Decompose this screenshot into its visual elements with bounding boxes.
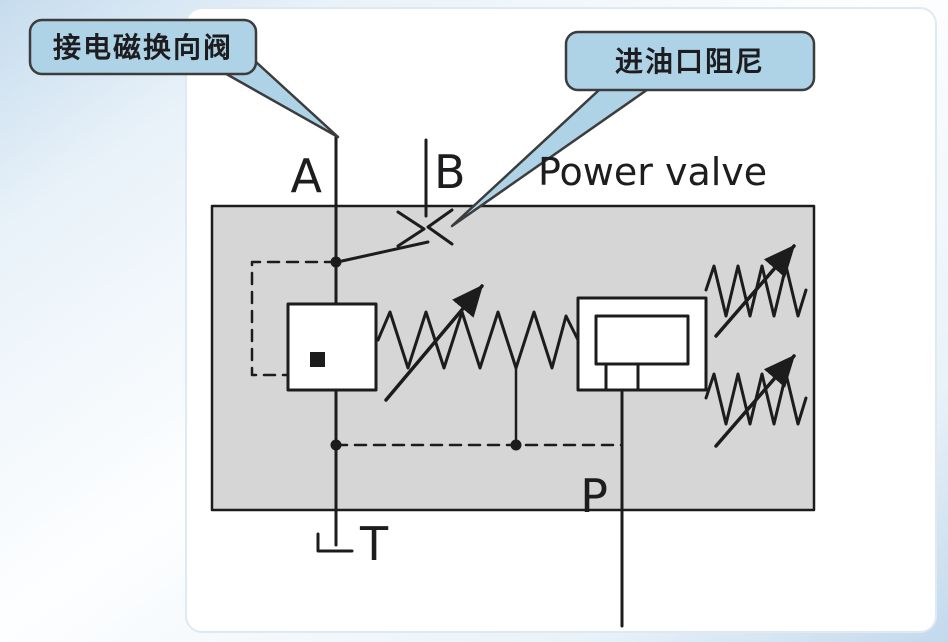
port-p-label: P xyxy=(580,469,608,523)
callout-solenoid-bubble xyxy=(28,18,258,76)
port-t-label: T xyxy=(359,517,389,571)
callouts xyxy=(28,18,816,228)
orifice-to-a-line xyxy=(340,240,430,263)
junction-dot-a-top xyxy=(330,256,342,268)
right-spring-top-arrow xyxy=(714,244,796,338)
orifice-chevron-right xyxy=(426,208,454,246)
orifice-chevron-left xyxy=(396,210,426,248)
labels: 接电磁换向阀 进油口阻尼 Power valve A B T P xyxy=(53,31,767,571)
port-b-label: B xyxy=(434,145,466,199)
callout-damping-bubble xyxy=(564,30,816,92)
main-spool-inner xyxy=(594,314,690,366)
tank-symbol xyxy=(316,532,354,553)
junction-dot-a-bottom xyxy=(330,439,342,451)
port-a-label: A xyxy=(291,149,323,203)
callout-damping-label: 进油口阻尼 xyxy=(615,45,765,78)
valve-schematic xyxy=(210,134,816,628)
callout-solenoid-label: 接电磁换向阀 xyxy=(53,31,233,64)
main-spool-tab xyxy=(604,362,640,392)
main-spring xyxy=(376,310,580,370)
right-spring-bottom-arrow xyxy=(714,354,796,448)
pilot-dashed-left xyxy=(250,260,338,377)
pilot-valve-seat xyxy=(310,352,325,367)
junction-dot-middle xyxy=(510,439,522,451)
pilot-valve-box xyxy=(286,302,378,392)
main-spring-adjust-arrow xyxy=(384,284,484,402)
diagram-title: Power valve xyxy=(538,150,767,194)
